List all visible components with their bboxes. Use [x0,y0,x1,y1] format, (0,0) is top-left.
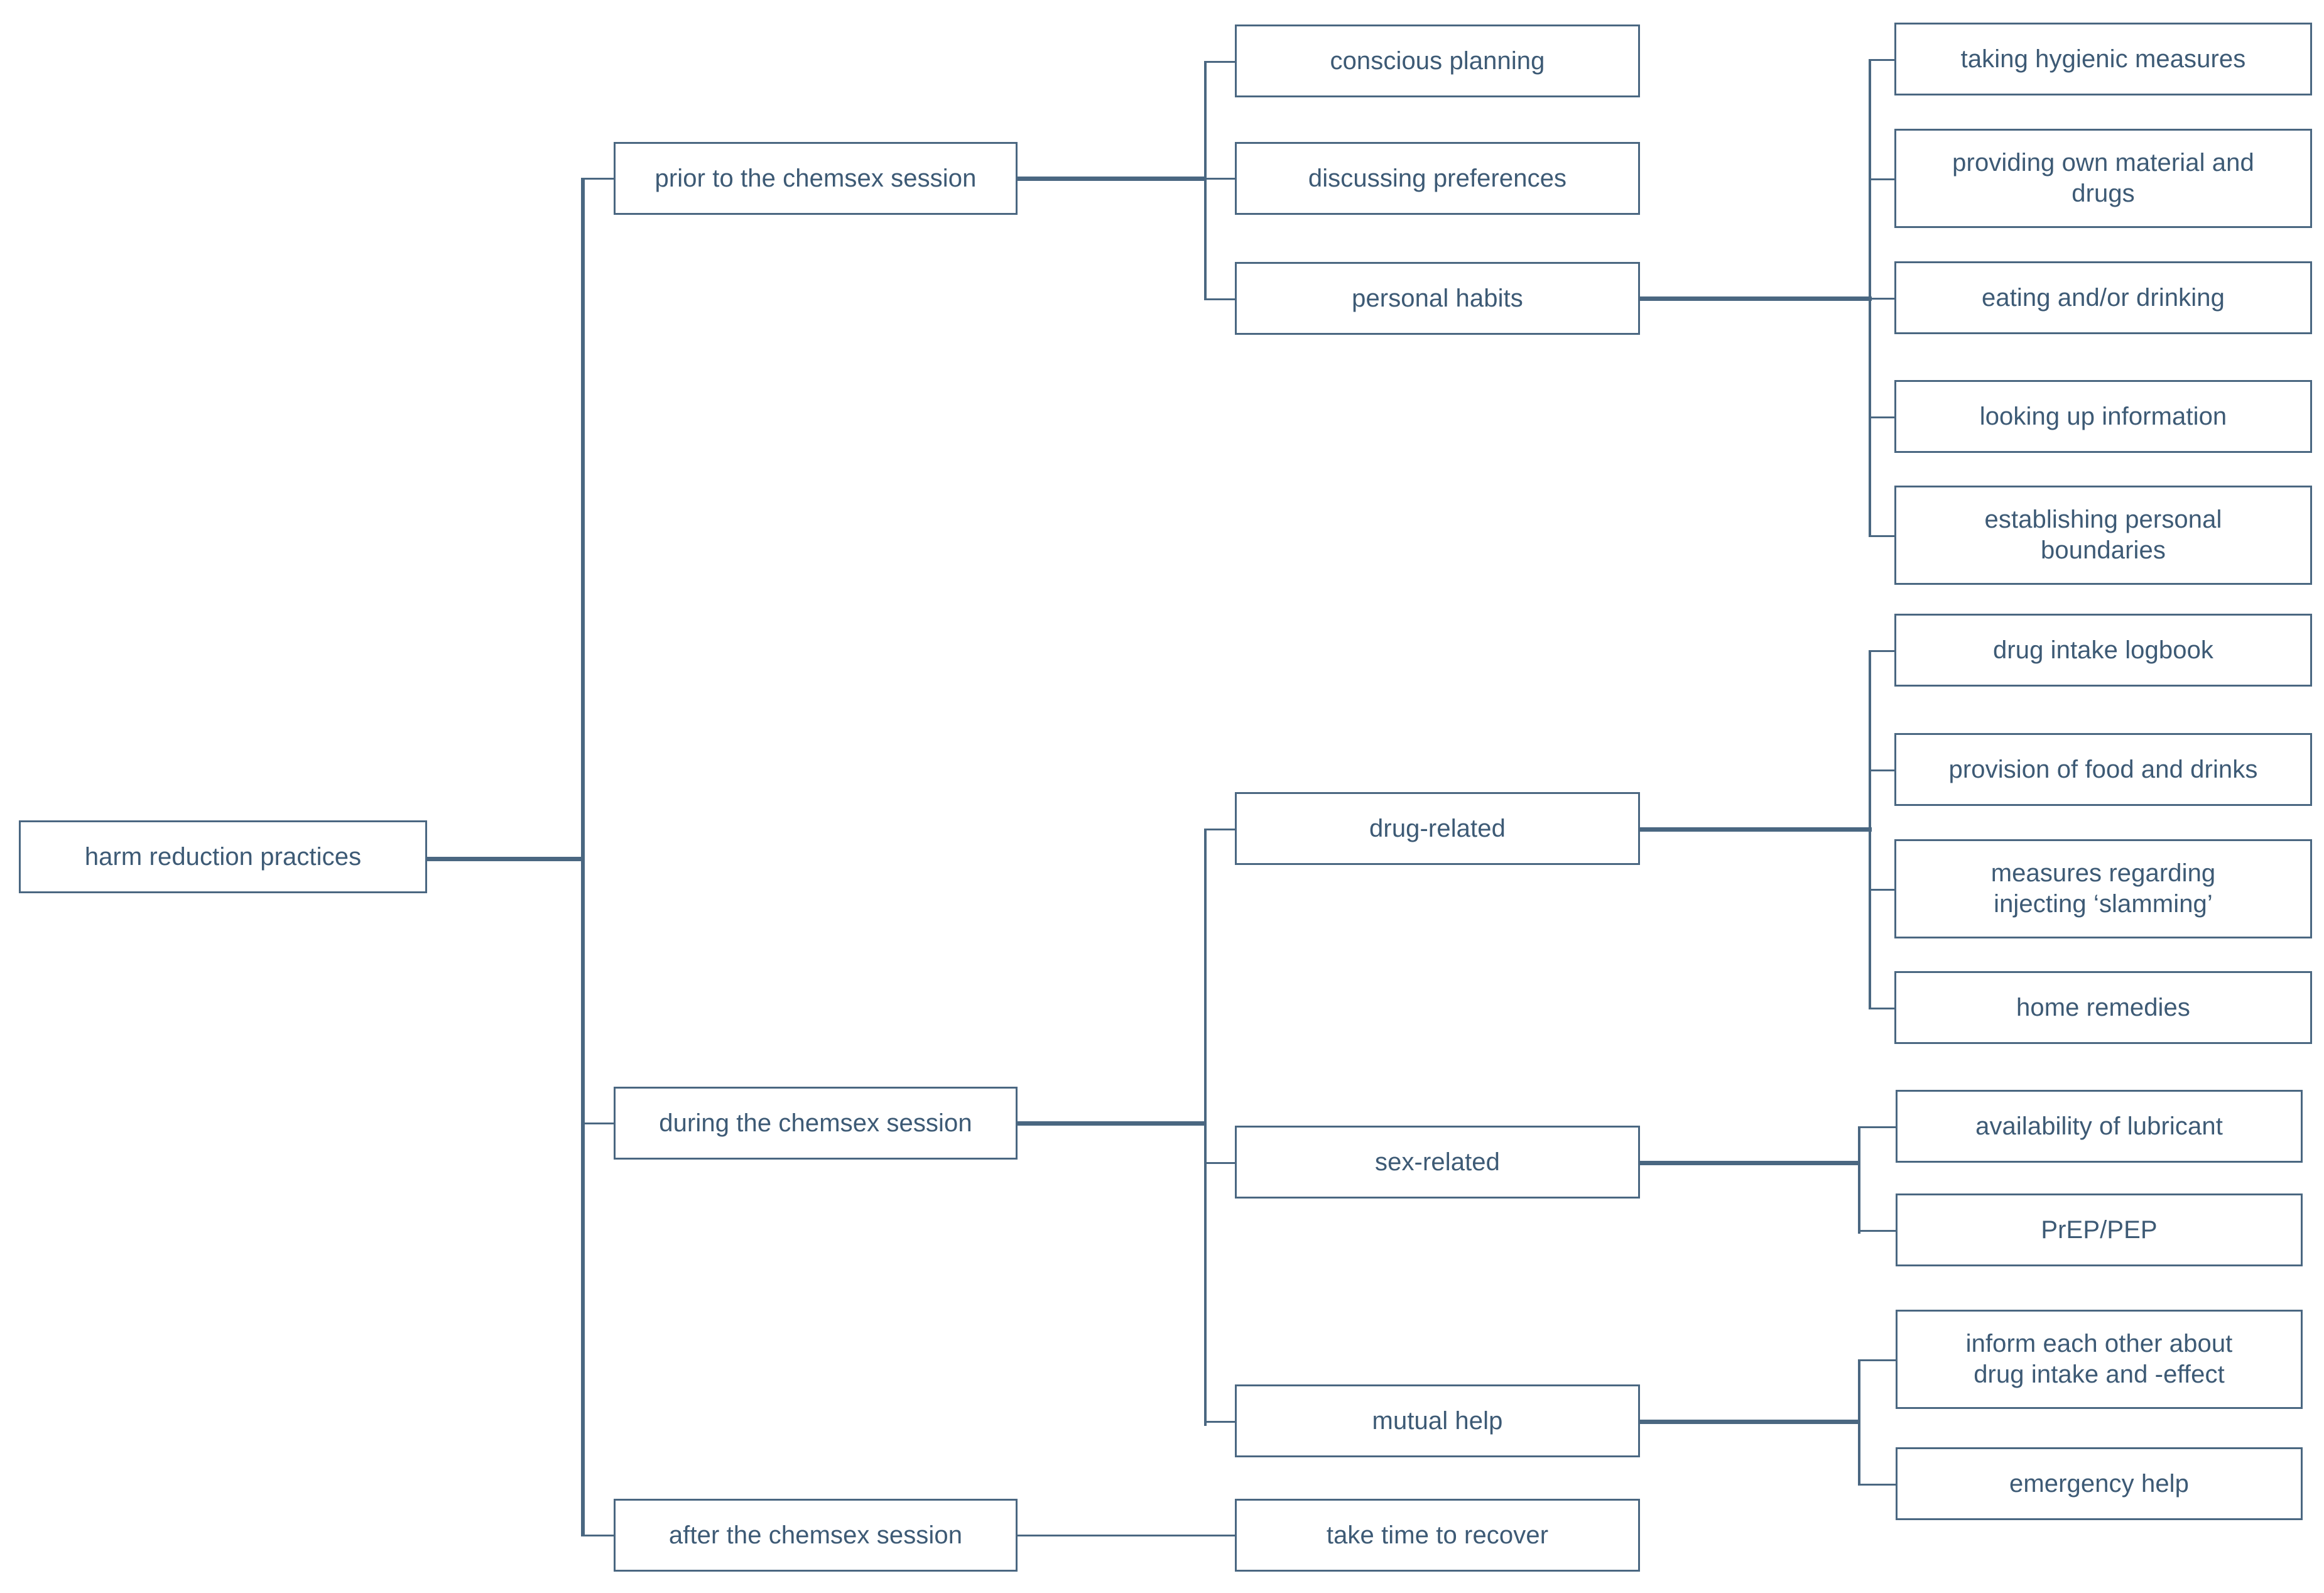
node-take-time-to-recover-label: take time to recover [1326,1521,1549,1549]
connector-bus-sex-related-children [1858,1127,1860,1234]
node-personal-habits-label: personal habits [1352,284,1523,312]
connector-bus-to-eating-drinking [1869,298,1896,300]
node-emergency-help[interactable]: emergency help [1896,1447,2303,1520]
node-after-label: after the chemsex session [668,1521,963,1549]
node-during-label: during the chemsex session [659,1109,972,1137]
connector-bus-to-personal-habits [1204,298,1237,300]
node-eating-and-or-drinking[interactable]: eating and/or drinking [1894,261,2312,334]
connector-bus-to-looking-up-information [1869,416,1896,418]
node-eating-drinking-label: eating and/or drinking [1982,283,2225,312]
connector-bus-to-discussing-preferences [1204,178,1237,180]
connector-bus-to-measures-injecting [1869,889,1896,891]
node-measures-injecting-label: measures regarding injecting ‘slamming’ [1990,859,2216,918]
connector-bus-to-prior [581,178,616,180]
node-inform-each-other-about-drug-intake-and-effect[interactable]: inform each other about drug intake and … [1896,1310,2303,1409]
connector-bus-to-during [581,1123,616,1124]
node-looking-up-information-label: looking up information [1979,402,2227,430]
connector-bus-to-inform-each-other [1858,1359,1897,1361]
node-mutual-help[interactable]: mutual help [1235,1384,1640,1457]
node-conscious-planning[interactable]: conscious planning [1235,24,1640,97]
connector-bus-to-conscious-planning [1204,61,1237,63]
node-emergency-help-label: emergency help [2009,1469,2189,1498]
node-inform-each-other-label: inform each other about drug intake and … [1965,1330,2233,1388]
connector-bus-to-drug-intake-logbook [1869,650,1896,652]
connector-bus-to-establishing-boundaries [1869,535,1896,537]
node-provision-of-food-and-drinks[interactable]: provision of food and drinks [1894,733,2312,806]
node-sex-related[interactable]: sex-related [1235,1126,1640,1199]
node-root-label: harm reduction practices [84,842,362,871]
node-drug-intake-logbook-label: drug intake logbook [1992,636,2214,664]
node-drug-related[interactable]: drug-related [1235,792,1640,865]
connector-bus-to-drug-related [1204,829,1237,830]
connector-drug-related-to-bus [1639,827,1872,832]
connector-bus-to-emergency-help [1858,1484,1897,1486]
connector-personal-habits-to-bus [1639,296,1872,301]
node-home-remedies[interactable]: home remedies [1894,971,2312,1044]
connector-during-to-bus [1018,1121,1206,1126]
node-taking-hygienic-measures[interactable]: taking hygienic measures [1894,23,2312,95]
node-take-time-to-recover[interactable]: take time to recover [1235,1499,1640,1572]
connector-bus-to-providing-own-material [1869,178,1896,180]
node-availability-lubricant-label: availability of lubricant [1975,1112,2223,1140]
connector-bus-root [581,178,585,1536]
node-provision-food-drinks-label: provision of food and drinks [1948,755,2258,783]
connector-bus-during-children [1204,829,1207,1426]
node-looking-up-information[interactable]: looking up information [1894,380,2312,453]
node-root[interactable]: harm reduction practices [19,820,427,893]
connector-after-to-take-time-to-recover [1018,1535,1237,1536]
connector-bus-drug-related-children [1869,651,1871,1009]
connector-bus-to-after [581,1535,616,1536]
node-providing-own-material-and-drugs[interactable]: providing own material and drugs [1894,129,2312,228]
connector-bus-to-availability-lubricant [1858,1126,1897,1128]
node-drug-intake-logbook[interactable]: drug intake logbook [1894,614,2312,687]
node-during-the-chemsex-session[interactable]: during the chemsex session [614,1087,1018,1160]
connector-bus-prior-children [1204,62,1207,300]
node-taking-hygienic-measures-label: taking hygienic measures [1960,45,2246,73]
node-discussing-preferences-label: discussing preferences [1308,164,1567,192]
node-personal-habits[interactable]: personal habits [1235,262,1640,335]
node-availability-of-lubricant[interactable]: availability of lubricant [1896,1090,2303,1163]
connector-bus-to-provision-food-drinks [1869,769,1896,771]
connector-bus-to-prep-pep [1858,1230,1897,1232]
node-prep-pep-label: PrEP/PEP [2041,1215,2158,1244]
node-prep-pep[interactable]: PrEP/PEP [1896,1193,2303,1266]
connector-bus-to-home-remedies [1869,1008,1896,1009]
node-prior-label: prior to the chemsex session [654,164,977,192]
connector-mutual-help-to-bus [1639,1420,1860,1424]
node-sex-related-label: sex-related [1375,1148,1500,1176]
connector-bus-to-taking-hygienic [1869,59,1896,61]
connector-sex-related-to-bus [1639,1161,1860,1165]
node-prior-to-the-chemsex-session[interactable]: prior to the chemsex session [614,142,1018,215]
node-providing-own-material-label: providing own material and drugs [1952,149,2254,207]
node-after-the-chemsex-session[interactable]: after the chemsex session [614,1499,1018,1572]
node-measures-regarding-injecting-slamming[interactable]: measures regarding injecting ‘slamming’ [1894,839,2312,938]
node-drug-related-label: drug-related [1369,814,1506,842]
connector-prior-to-bus [1018,177,1206,181]
node-establishing-personal-boundaries[interactable]: establishing personal boundaries [1894,486,2312,585]
node-mutual-help-label: mutual help [1372,1406,1503,1435]
connector-bus-mutual-help-children [1858,1360,1860,1486]
node-conscious-planning-label: conscious planning [1330,46,1545,75]
node-discussing-preferences[interactable]: discussing preferences [1235,142,1640,215]
node-establishing-boundaries-label: establishing personal boundaries [1984,506,2222,564]
node-home-remedies-label: home remedies [2016,993,2190,1021]
connector-bus-to-mutual-help [1204,1421,1237,1423]
connector-root-to-bus [427,857,584,861]
connector-bus-to-sex-related [1204,1162,1237,1164]
